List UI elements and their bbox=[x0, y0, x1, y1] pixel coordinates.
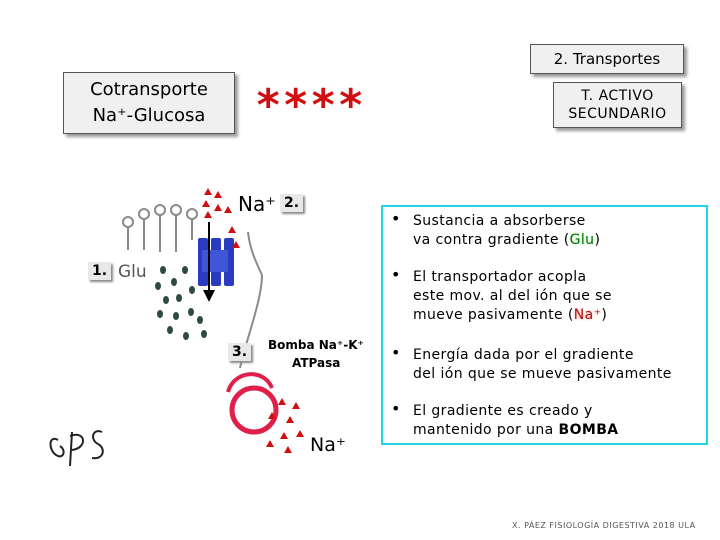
bullet-3-line-1: Energía dada por el gradiente bbox=[413, 347, 634, 363]
transport-type-box: T. ACTIVO SECUNDARIO bbox=[553, 82, 682, 128]
bullet-dot: • bbox=[391, 343, 401, 362]
transport-type-line-1: T. ACTIVO bbox=[581, 88, 654, 104]
na-ion-top-label: Na⁺ bbox=[238, 192, 276, 216]
bullet-1-close: ) bbox=[594, 232, 601, 248]
na-ions-top bbox=[202, 188, 240, 248]
glucose-label: Glu bbox=[118, 262, 147, 282]
step-2-label: 2. bbox=[280, 194, 304, 212]
pump-label-line-2: ATPasa bbox=[292, 356, 341, 370]
bomba-emphasis: BOMBA bbox=[558, 422, 619, 438]
info-panel: • Sustancia a absorberse va contra gradi… bbox=[381, 205, 708, 445]
transporter bbox=[198, 238, 234, 286]
na-ions-bottom bbox=[266, 398, 304, 453]
title-line-2: Na⁺-Glucosa bbox=[92, 105, 206, 126]
pump-label-line-1: Bomba Na⁺-K⁺ bbox=[268, 338, 364, 352]
bullet-4-line-2: mantenido por una BOMBA bbox=[413, 421, 619, 440]
bullet-dot: • bbox=[391, 209, 401, 228]
section-label-box: 2. Transportes bbox=[530, 44, 684, 74]
title-box: Cotransporte Na⁺-Glucosa bbox=[63, 72, 235, 134]
glu-highlight: Glu bbox=[569, 232, 595, 248]
footer-credit: X. PÁEZ FISIOLOGÍA DIGESTIVA 2018 ULA bbox=[512, 521, 696, 530]
bullet-1-line-2: va contra gradiente (Glu) bbox=[413, 231, 600, 250]
bullet-2-line-1: El transportador acopla bbox=[413, 269, 587, 285]
bullet-1-text: va contra gradiente ( bbox=[413, 232, 570, 248]
bullet-1-line-1: Sustancia a absorberse bbox=[413, 213, 586, 229]
bullet-2-close: ) bbox=[601, 307, 608, 323]
bullet-dot: • bbox=[391, 399, 401, 418]
glucose-molecules bbox=[155, 266, 207, 340]
section-label: 2. Transportes bbox=[553, 50, 661, 68]
flow-arrow bbox=[203, 222, 215, 302]
bullet-3-line-2: del ión que se mueve pasivamente bbox=[413, 366, 672, 382]
transport-type-line-2: SECUNDARIO bbox=[568, 106, 667, 122]
bullet-2-line-2: este mov. al del ión que se bbox=[413, 288, 612, 304]
na-highlight: Na⁺ bbox=[573, 307, 602, 323]
na-ion-bottom-label: Na⁺ bbox=[310, 434, 346, 456]
handwritten-note bbox=[49, 430, 104, 467]
bullet-4-text: mantenido por una bbox=[413, 422, 559, 438]
bullet-2-text: mueve pasivamente ( bbox=[413, 307, 574, 323]
bullet-2-line-3: mueve pasivamente (Na⁺) bbox=[413, 306, 612, 325]
stars-mark: **** bbox=[255, 80, 365, 131]
step-3-label: 3. bbox=[228, 343, 252, 361]
bullet-dot: • bbox=[391, 265, 401, 284]
bullet-4-line-1: El gradiente es creado y bbox=[413, 403, 593, 419]
title-line-1: Cotransporte bbox=[90, 79, 208, 100]
membrane bbox=[122, 204, 263, 276]
step-1-label: 1. bbox=[88, 262, 112, 280]
